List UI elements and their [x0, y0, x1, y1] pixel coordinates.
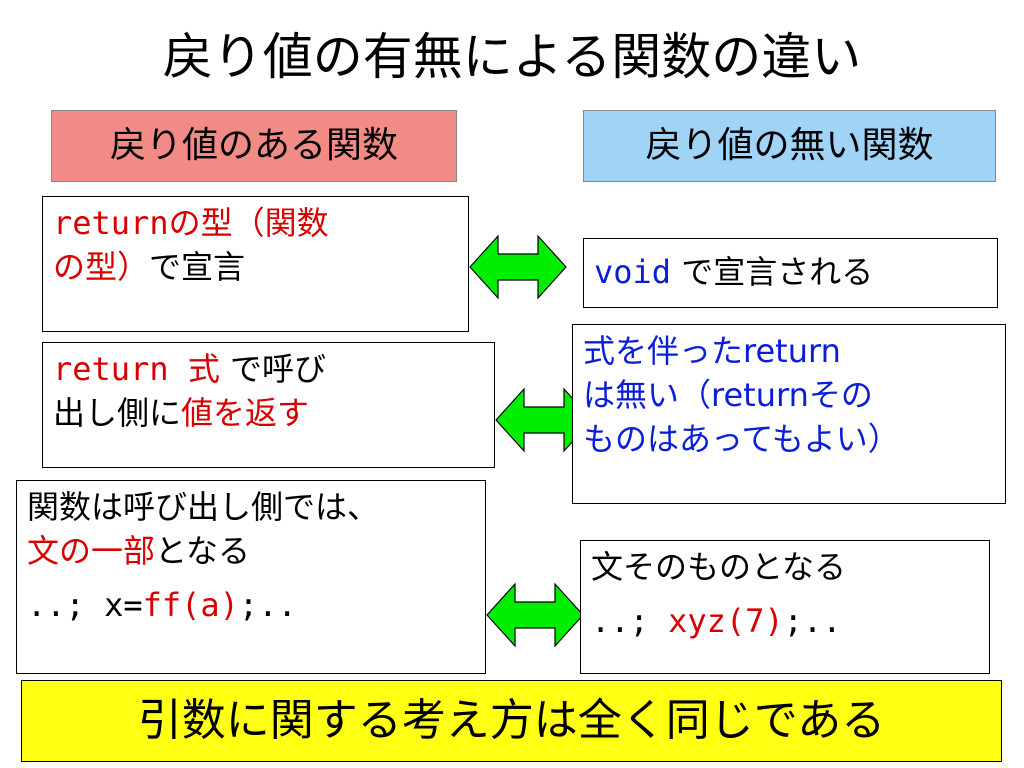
no-return-line1: 式を伴ったreturn: [583, 332, 841, 370]
code-prefix: ..; x=: [27, 586, 143, 624]
page-title: 戻り値の有無による関数の違い: [162, 28, 862, 86]
declared-text: で宣言: [149, 248, 246, 286]
code-call: ff(a): [142, 586, 239, 624]
code2-suffix: ;..: [783, 602, 842, 640]
no-return-line2: は無い（returnその: [583, 376, 873, 414]
function-type-open: （関数: [232, 204, 329, 242]
return-value-text: 値を返す: [181, 394, 310, 432]
code-suffix: ;..: [238, 586, 297, 624]
left-box-expression-part: 関数は呼び出し側では、 文の一部となる ..; x=ff(a);..: [16, 480, 486, 674]
called-text: で呼び: [219, 350, 327, 388]
part-of-statement-text: 文の一部: [27, 532, 156, 570]
void-declared-text: で宣言される: [671, 253, 874, 291]
return-expr-text: return 式: [53, 350, 220, 388]
left-box-return-type: returnの型（関数 の型）で宣言: [42, 196, 469, 332]
footer-note: 引数に関する考え方は全く同じである: [21, 680, 1002, 762]
caller-side-text: 出し側に: [53, 394, 182, 432]
function-type-close: の型）: [53, 248, 150, 286]
right-column-header: 戻り値の無い関数: [583, 110, 996, 182]
no-return-line3: ものはあってもよい）: [583, 420, 900, 458]
return-type-text: returnの型: [53, 204, 233, 242]
right-box-no-return-expr: 式を伴ったreturn は無い（returnその ものはあってもよい）: [572, 324, 1006, 504]
code2-call: xyz(7): [668, 602, 784, 640]
double-arrow-icon: [469, 234, 567, 300]
statement-text: 文そのものとなる: [591, 548, 847, 586]
left-column-header: 戻り値のある関数: [51, 110, 457, 182]
double-arrow-icon: [486, 582, 584, 648]
becomes-text: となる: [155, 532, 251, 570]
void-keyword: void: [594, 253, 672, 291]
caller-expression-text: 関数は呼び出し側では、: [27, 488, 380, 526]
left-box-return-expr: return 式 で呼び 出し側に値を返す: [42, 342, 495, 468]
code2-prefix: ..;: [591, 602, 669, 640]
right-box-void: void で宣言される: [583, 238, 998, 308]
right-box-statement: 文そのものとなる ..; xyz(7);..: [580, 540, 990, 674]
